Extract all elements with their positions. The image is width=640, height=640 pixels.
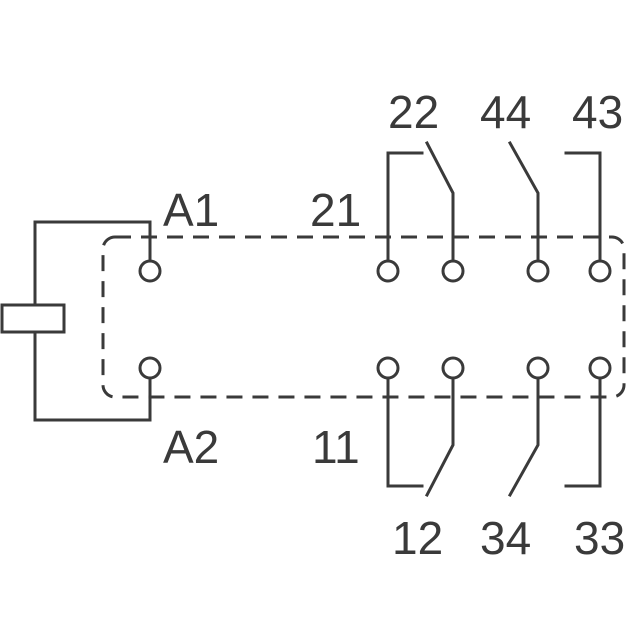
- contact-44-switch: [507, 140, 540, 264]
- contact-11-12-common: [386, 376, 424, 488]
- coil-wire-a2: [33, 330, 152, 422]
- contact-43-bracket: [564, 151, 602, 264]
- coil-wire-a1: [33, 220, 152, 307]
- terminal-12: [441, 356, 465, 380]
- terminal-21: [376, 259, 400, 283]
- label-a2: A2: [163, 421, 219, 473]
- terminal-44: [526, 259, 550, 283]
- terminal-43: [588, 259, 612, 283]
- contact-33-bracket: [564, 376, 602, 488]
- label-22: 22: [388, 86, 439, 138]
- terminal-11: [376, 356, 400, 380]
- label-11: 11: [312, 421, 360, 473]
- label-34: 34: [480, 512, 531, 564]
- label-44: 44: [480, 86, 531, 138]
- contact-21-22-switch: [424, 140, 455, 264]
- coil-symbol: [0, 303, 66, 334]
- label-43: 43: [572, 86, 623, 138]
- contact-21-22-common: [386, 151, 424, 264]
- terminal-34: [526, 356, 550, 380]
- terminal-22: [441, 259, 465, 283]
- terminal-a2: [138, 356, 162, 380]
- label-a1: A1: [163, 184, 219, 236]
- label-21: 21: [310, 184, 361, 236]
- terminal-a1: [138, 259, 162, 283]
- label-12: 12: [392, 512, 443, 564]
- relay-housing-outline: [101, 235, 626, 399]
- contact-34-switch: [507, 376, 540, 498]
- terminal-33: [588, 356, 612, 380]
- contact-11-12-switch: [424, 376, 455, 498]
- label-33: 33: [574, 512, 625, 564]
